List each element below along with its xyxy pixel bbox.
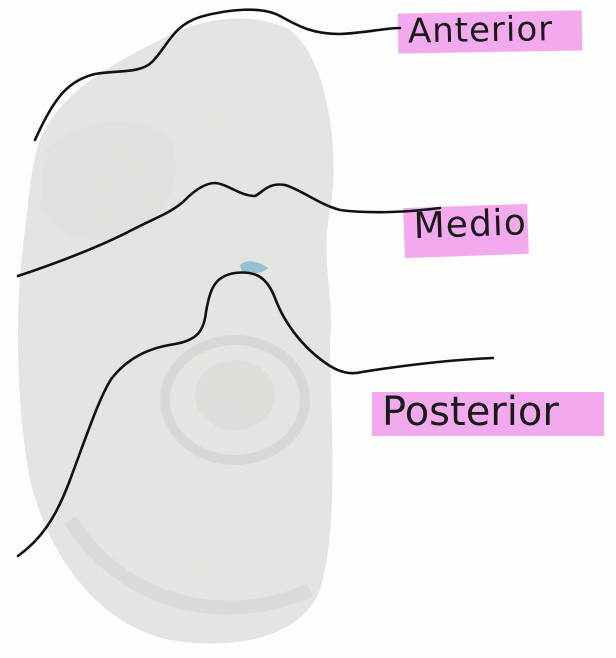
label-medio: Medio [403, 203, 549, 264]
tissue-section [18, 19, 334, 644]
label-anterior: Anterior [398, 9, 603, 59]
tissue-core [195, 360, 275, 430]
label-posterior: Posterior [372, 390, 616, 440]
tissue-texture [18, 19, 334, 644]
